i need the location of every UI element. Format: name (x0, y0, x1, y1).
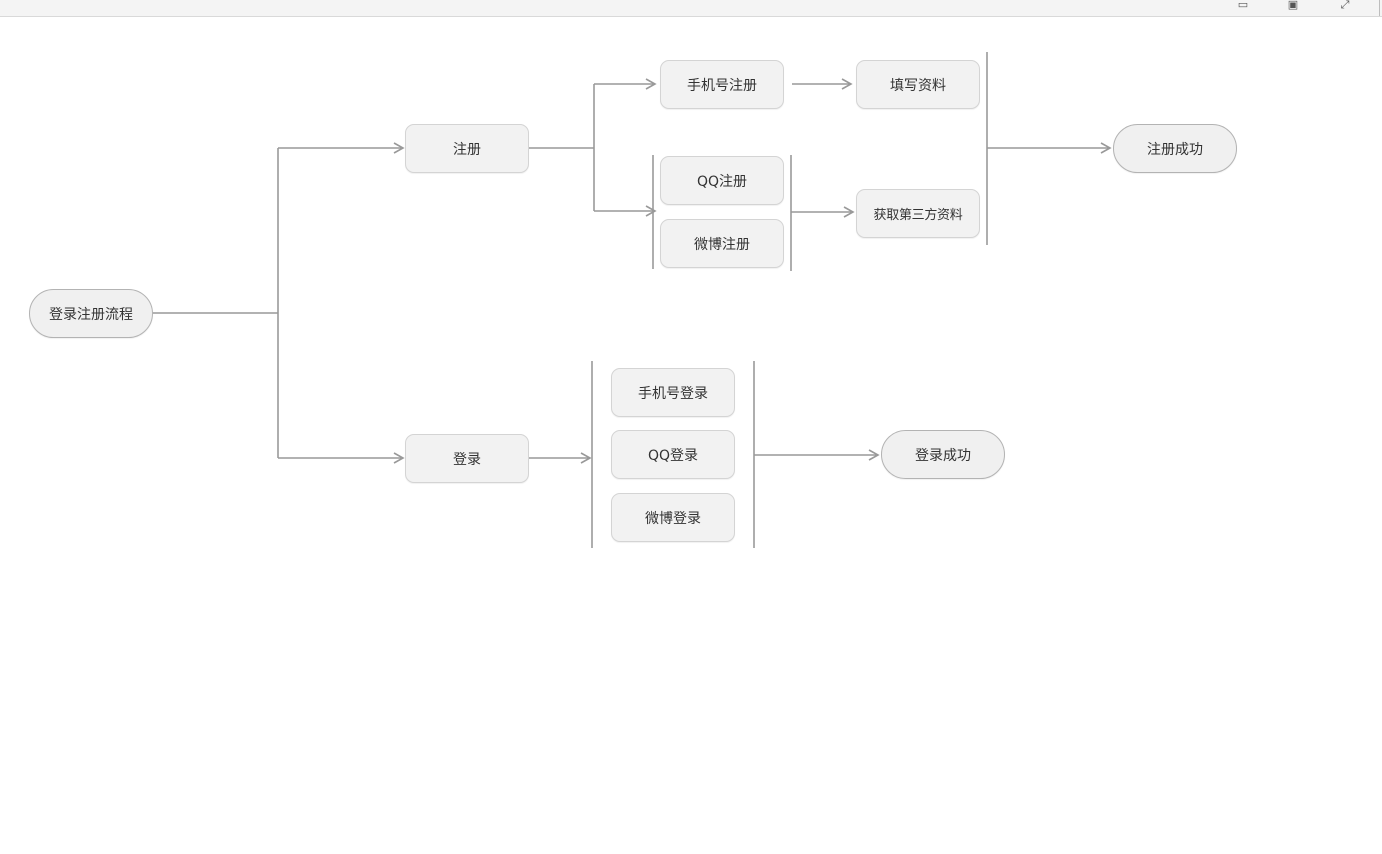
node-weibo-login-label: 微博登录 (645, 510, 701, 527)
node-fill-info-label: 填写资料 (890, 77, 946, 94)
node-third-party-info[interactable]: 获取第三方资料 (856, 189, 980, 238)
expand-icon[interactable]: ⤢ (1340, 0, 1350, 11)
node-login[interactable]: 登录 (405, 434, 529, 483)
node-qq-register-label: QQ注册 (696, 173, 748, 190)
node-register-label: 注册 (453, 141, 481, 158)
page-icon[interactable]: ▭ (1237, 0, 1249, 11)
node-phone-register-label: 手机号注册 (687, 77, 757, 94)
node-weibo-register-label: 微博注册 (694, 236, 750, 253)
node-qq-register[interactable]: QQ注册 (660, 156, 784, 205)
node-weibo-login[interactable]: 微博登录 (611, 493, 735, 542)
node-fill-info[interactable]: 填写资料 (856, 60, 980, 109)
node-phone-login[interactable]: 手机号登录 (611, 368, 735, 417)
node-qq-login[interactable]: QQ登录 (611, 430, 735, 479)
node-register-success[interactable]: 注册成功 (1113, 124, 1237, 173)
node-qq-login-label: QQ登录 (647, 447, 699, 464)
node-phone-login-label: 手机号登录 (638, 385, 708, 402)
node-weibo-register[interactable]: 微博注册 (660, 219, 784, 268)
node-phone-register[interactable]: 手机号注册 (660, 60, 784, 109)
node-login-success[interactable]: 登录成功 (881, 430, 1005, 479)
top-toolbar: ▭ ▣ ⤢ (0, 0, 1382, 17)
scrollbar-edge (1379, 0, 1380, 16)
node-login-success-label: 登录成功 (915, 447, 971, 464)
node-register-success-label: 注册成功 (1147, 141, 1203, 158)
node-register[interactable]: 注册 (405, 124, 529, 173)
image-icon[interactable]: ▣ (1287, 0, 1299, 11)
node-third-party-info-label: 获取第三方资料 (873, 208, 963, 223)
node-root-label: 登录注册流程 (49, 306, 133, 323)
node-root[interactable]: 登录注册流程 (29, 289, 153, 338)
node-login-label: 登录 (453, 451, 481, 468)
